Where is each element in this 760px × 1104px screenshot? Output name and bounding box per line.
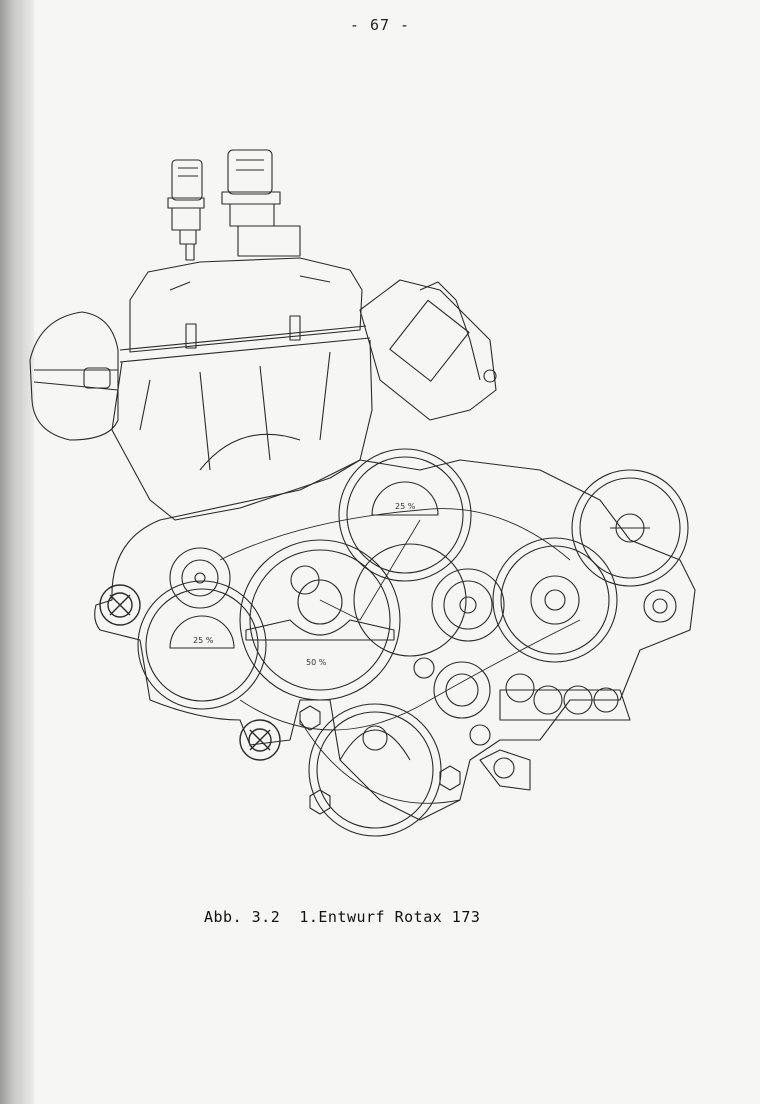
intake-tube: [221, 149, 301, 257]
bolt-right: [643, 589, 677, 623]
gear-top: 25 %: [338, 448, 472, 582]
gear-top-small: [353, 543, 467, 657]
page-number: - 67 -: [349, 16, 411, 34]
spark-plug: [167, 159, 205, 261]
gear-middle-small: [431, 568, 505, 642]
bearing-left: [99, 584, 141, 626]
gear-left-percent: 25 %: [193, 636, 214, 645]
cylinder-body: [111, 339, 373, 521]
left-cap: [29, 311, 119, 441]
figure-caption: Abb. 3.2 1.Entwurf Rotax 173: [204, 908, 480, 926]
figure-label: Abb. 3.2: [204, 908, 281, 926]
gear-bottom: [308, 703, 442, 837]
lever-mechanism: [413, 657, 631, 791]
gear-left-small: [169, 547, 231, 609]
figure-title: 1.Entwurf Rotax 173: [299, 908, 481, 926]
cylinder-head: [119, 257, 371, 363]
bearing-bottom-left: [239, 719, 281, 761]
crankcase-outline: [94, 459, 696, 821]
gear-left: 25 %: [137, 580, 267, 710]
gear-center-percent: 50 %: [306, 658, 327, 667]
gear-right-middle: [492, 537, 618, 663]
chain-lines: [219, 508, 581, 804]
nuts: [299, 705, 461, 815]
gear-top-percent: 25 %: [395, 502, 416, 511]
exhaust-flange: [359, 279, 497, 421]
page-gutter-shadow: [0, 0, 34, 1104]
gear-center: 50 %: [239, 539, 401, 701]
gear-right-large: [571, 469, 689, 587]
